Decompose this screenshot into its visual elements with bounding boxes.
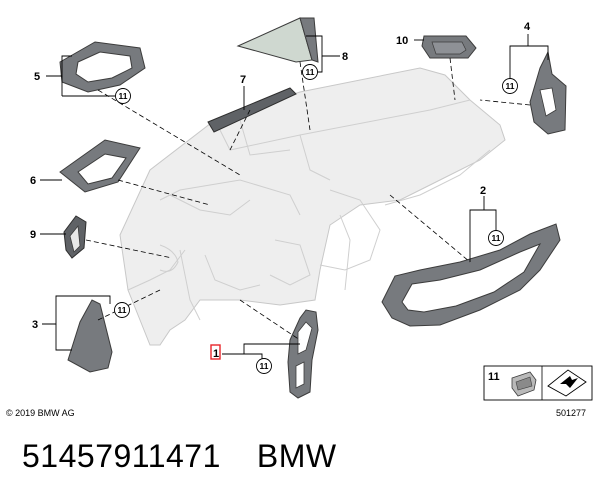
- legend-label: 11: [488, 371, 500, 383]
- callout-label: 4: [524, 21, 531, 33]
- circled-ref[interactable]: 11: [488, 230, 504, 246]
- callout-6[interactable]: 6: [30, 175, 36, 187]
- callout-label: 5: [34, 71, 40, 83]
- part-9-side-vent[interactable]: [63, 215, 87, 259]
- circled-ref[interactable]: 11: [502, 78, 518, 94]
- circled-ref[interactable]: 11: [302, 64, 318, 80]
- callout-label: 6: [30, 175, 36, 187]
- callout-label: 10: [396, 35, 408, 47]
- part-10-cover[interactable]: [421, 35, 477, 59]
- svg-text:11: 11: [118, 305, 127, 315]
- part-8-triangle-cover[interactable]: [236, 17, 319, 63]
- part-4-end-cover[interactable]: [529, 50, 567, 135]
- callout-label: 7: [240, 74, 246, 86]
- callout-10[interactable]: 10: [396, 35, 408, 47]
- part-2-trim-panel[interactable]: [381, 223, 561, 327]
- callout-label: 1: [213, 348, 219, 360]
- callout-9[interactable]: 9: [30, 229, 36, 241]
- svg-text:11: 11: [306, 67, 315, 77]
- part-7-trim-strip[interactable]: [207, 87, 297, 133]
- callout-2[interactable]: 2: [480, 185, 486, 197]
- parts-diagram: 5 6 9 3 7 8 10 4 2 1 11 11 11 11 11 11 1…: [30, 17, 593, 401]
- callout-4[interactable]: 4: [524, 21, 531, 33]
- clip-icon: [511, 371, 537, 397]
- callout-label: 3: [32, 319, 38, 331]
- highlight-box: [210, 344, 221, 360]
- reference-lines: [85, 57, 531, 341]
- legend-box-11[interactable]: 11: [483, 365, 593, 401]
- part-number: 51457911471: [22, 438, 221, 474]
- part-5-cluster-trim[interactable]: [59, 41, 146, 93]
- footer: 51457911471 BMW: [22, 438, 337, 475]
- part-3-side-panel[interactable]: [67, 299, 113, 373]
- callout-3[interactable]: 3: [32, 319, 38, 331]
- callout-8[interactable]: 8: [342, 51, 348, 63]
- part-1-console-frame[interactable]: [287, 309, 319, 399]
- brand-name: BMW: [256, 438, 337, 474]
- callout-label: 2: [480, 185, 486, 197]
- dashboard-carrier: [119, 67, 506, 346]
- svg-text:11: 11: [506, 81, 515, 91]
- circled-ref[interactable]: 11: [114, 302, 130, 318]
- callout-1[interactable]: 1: [210, 344, 221, 360]
- callout-label: 8: [342, 51, 348, 63]
- circled-ref[interactable]: 11: [115, 88, 131, 104]
- callout-7[interactable]: 7: [240, 74, 246, 86]
- callout-label: 9: [30, 229, 36, 241]
- svg-text:11: 11: [260, 361, 269, 371]
- svg-text:11: 11: [492, 233, 501, 243]
- part-6-vent-frame[interactable]: [59, 139, 141, 193]
- circled-ref[interactable]: 11: [256, 358, 272, 374]
- arrow-icon: [547, 369, 587, 397]
- callout-5[interactable]: 5: [34, 71, 40, 83]
- svg-text:11: 11: [119, 91, 128, 101]
- copyright-text: © 2019 BMW AG: [6, 408, 75, 418]
- diagram-number: 501277: [556, 408, 587, 418]
